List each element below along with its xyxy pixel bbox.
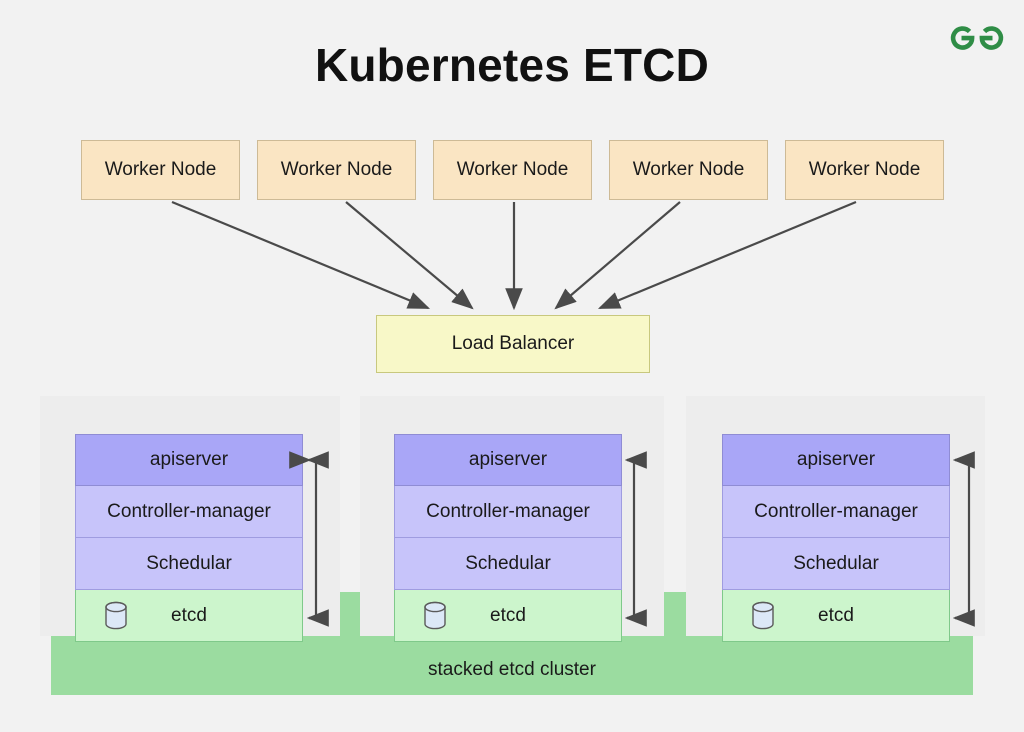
worker-node-4[interactable]: Worker Node	[609, 140, 768, 200]
database-icon	[423, 601, 447, 631]
scheduler-label: Schedular	[146, 552, 232, 574]
apiserver-box[interactable]: apiserver	[75, 434, 303, 486]
database-icon	[751, 601, 775, 631]
etcd-label: etcd	[490, 604, 526, 626]
controller-manager-box[interactable]: Controller-manager	[722, 486, 950, 538]
worker-node-label: Worker Node	[456, 159, 569, 180]
controller-manager-label: Controller-manager	[426, 500, 590, 522]
controller-manager-box[interactable]: Controller-manager	[394, 486, 622, 538]
control-plane-stack-3: apiserver Controller-manager Schedular e…	[722, 434, 950, 642]
scheduler-box[interactable]: Schedular	[75, 538, 303, 590]
worker-to-loadbalancer-arrows	[171, 200, 857, 311]
scheduler-label: Schedular	[793, 552, 879, 574]
etcd-label: etcd	[818, 604, 854, 626]
load-balancer-label: Load Balancer	[451, 333, 575, 354]
apiserver-box[interactable]: apiserver	[394, 434, 622, 486]
etcd-box[interactable]: etcd	[722, 590, 950, 642]
apiserver-label: apiserver	[149, 449, 229, 470]
controller-manager-label: Controller-manager	[754, 500, 918, 522]
worker-node-3[interactable]: Worker Node	[433, 140, 592, 200]
apiserver-label: apiserver	[468, 449, 548, 470]
worker-node-1[interactable]: Worker Node	[81, 140, 240, 200]
worker-node-2[interactable]: Worker Node	[257, 140, 416, 200]
control-plane-stack-1: apiserver Controller-manager Schedular e…	[75, 434, 303, 642]
load-balancer-box[interactable]: Load Balancer	[376, 315, 650, 373]
controller-manager-box[interactable]: Controller-manager	[75, 486, 303, 538]
controller-manager-label: Controller-manager	[107, 500, 271, 522]
worker-node-label: Worker Node	[104, 159, 217, 180]
geeksforgeeks-logo-icon	[948, 18, 1006, 58]
stacked-etcd-cluster-label: stacked etcd cluster	[428, 659, 596, 680]
scheduler-box[interactable]: Schedular	[722, 538, 950, 590]
apiserver-box[interactable]: apiserver	[722, 434, 950, 486]
apiserver-label: apiserver	[796, 449, 876, 470]
page-title: Kubernetes ETCD	[314, 39, 710, 91]
worker-node-label: Worker Node	[280, 159, 393, 180]
database-icon	[104, 601, 128, 631]
worker-node-5[interactable]: Worker Node	[785, 140, 944, 200]
etcd-label: etcd	[171, 604, 207, 626]
scheduler-box[interactable]: Schedular	[394, 538, 622, 590]
control-plane-stack-2: apiserver Controller-manager Schedular e…	[394, 434, 622, 642]
scheduler-label: Schedular	[465, 552, 551, 574]
worker-node-label: Worker Node	[632, 159, 745, 180]
worker-node-label: Worker Node	[808, 159, 921, 180]
etcd-box[interactable]: etcd	[75, 590, 303, 642]
etcd-box[interactable]: etcd	[394, 590, 622, 642]
